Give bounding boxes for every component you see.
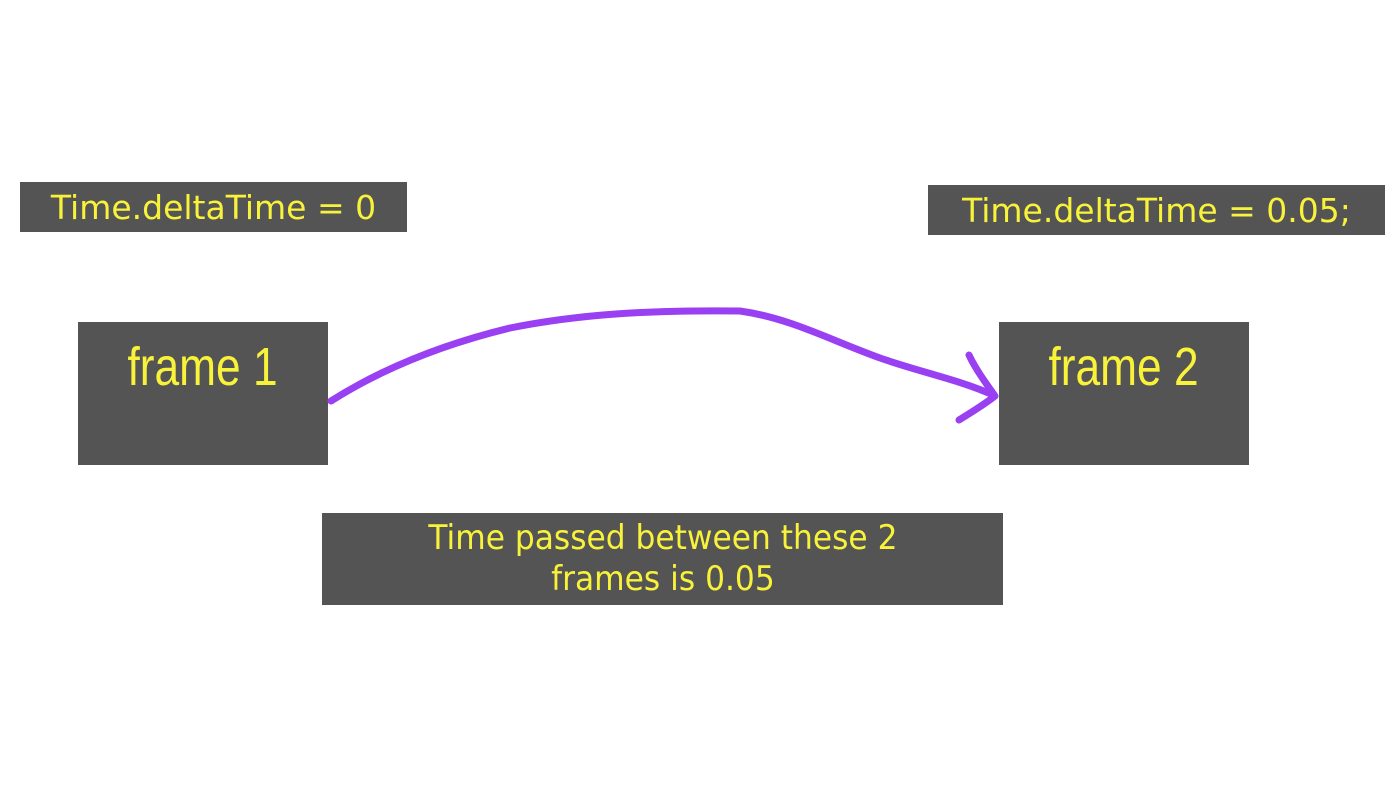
frame-label: frame 1 — [127, 337, 279, 397]
delta-time-text: Time.deltaTime = 0.05; — [962, 190, 1351, 230]
frame-2-box: frame 2 — [999, 322, 1249, 465]
frame-label: frame 2 — [1048, 337, 1200, 397]
delta-time-text: Time.deltaTime = 0 — [50, 187, 377, 227]
frame-1-box: frame 1 — [78, 322, 328, 465]
caption-box: Time passed between these 2 frames is 0.… — [322, 513, 1003, 605]
caption-line-2: frames is 0.05 — [550, 559, 775, 599]
delta-time-label-frame-2: Time.deltaTime = 0.05; — [928, 185, 1385, 235]
delta-time-label-frame-1: Time.deltaTime = 0 — [20, 182, 407, 232]
caption-line-1: Time passed between these 2 — [427, 518, 898, 558]
